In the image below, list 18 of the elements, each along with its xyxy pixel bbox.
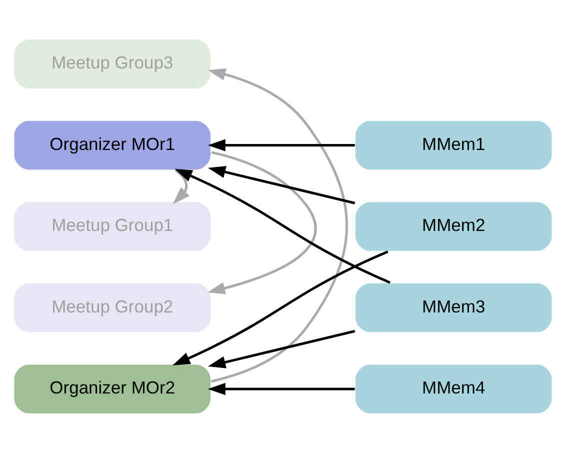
node-box: Organizer MOr2 [13,362,212,414]
node-box: MMem2 [354,200,553,252]
arrow [208,138,355,151]
node-box: Meetup Group2 [13,282,212,333]
arrow [208,68,348,382]
node-box: Meetup Group3 [13,38,212,90]
node-box: MMem1 [354,119,553,170]
node-box: MMem3 [354,282,553,333]
node-box: MMem4 [354,362,553,414]
node-box: Organizer MOr1 [13,119,212,170]
arrow [208,166,356,204]
arrow [174,168,390,284]
arrow [208,382,355,395]
node-box: Meetup Group1 [13,200,212,252]
arrow [208,150,317,294]
arrow [172,168,190,204]
arrow [172,250,388,365]
arrow [208,329,356,368]
